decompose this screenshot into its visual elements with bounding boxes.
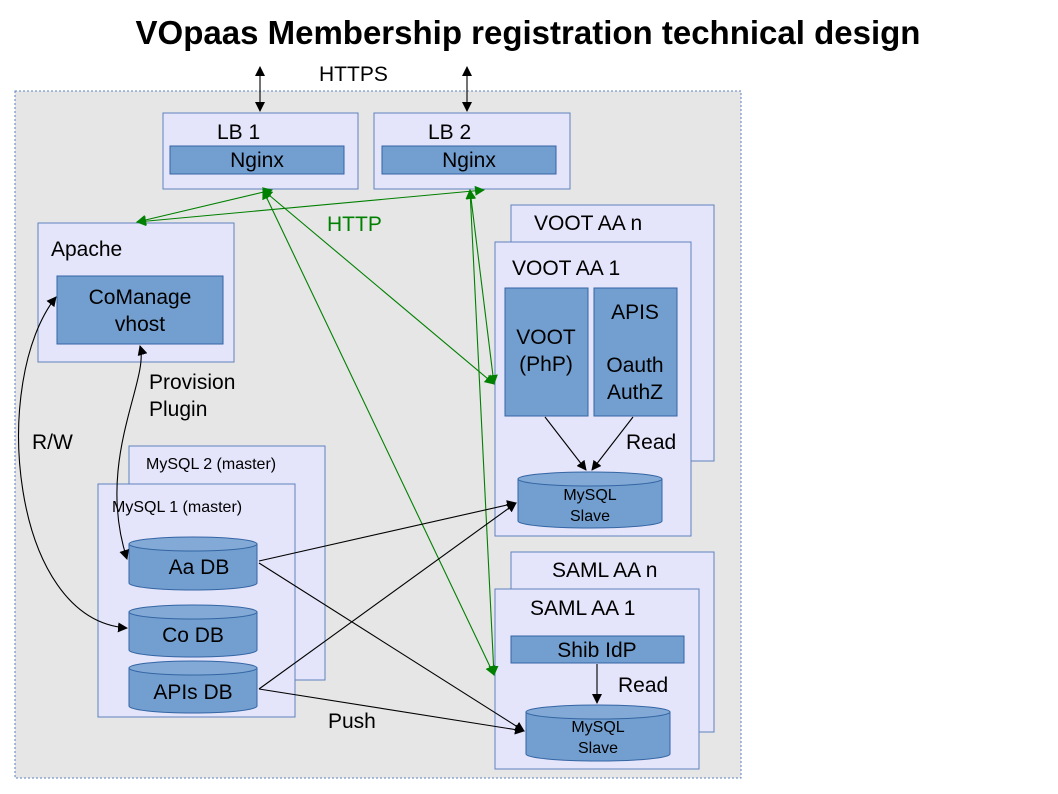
- rw-arrow: [18, 296, 128, 633]
- comanage-label-line1: CoManage: [89, 286, 192, 309]
- http-lb1-saml: [262, 189, 495, 676]
- provision-arrow: [116, 345, 148, 560]
- saml-db-line2: Slave: [578, 740, 618, 757]
- read-saml-label: Read: [618, 674, 668, 697]
- voot-aa-1-node: VOOT AA 1 VOOT (PhP) APIS Oauth AuthZ My…: [494, 241, 692, 537]
- apis-db-label: APIs DB: [153, 681, 232, 704]
- lb1-node: LB 1 Nginx: [162, 112, 359, 190]
- diagram-title: VOpaas Membership registration technical…: [136, 14, 921, 51]
- read-voot-php: [544, 416, 587, 471]
- saml-db-line1: MySQL: [571, 719, 624, 736]
- push-apis-to-saml: [258, 688, 525, 735]
- co-db-label: Co DB: [162, 624, 224, 647]
- http-lb2-saml: [465, 189, 499, 676]
- lb2-nginx: [381, 145, 557, 175]
- saml-aa-n-title: SAML AA n: [552, 559, 657, 582]
- mysql1-node: MySQL 1 (master) Aa DB Co DB APIs DB: [97, 483, 296, 718]
- plugin-label: Plugin: [149, 398, 207, 421]
- push-aa-to-saml: [258, 562, 525, 732]
- saml-aa-1-title: SAML AA 1: [530, 597, 635, 620]
- saml-mysql-slave-db: MySQL Slave: [525, 704, 671, 762]
- voot-php-line2: (PhP): [519, 353, 573, 376]
- voot-db-line2: Slave: [570, 508, 610, 525]
- co-db: Co DB: [128, 604, 258, 658]
- http-connections: [136, 185, 499, 676]
- read-voot-label: Read: [626, 431, 676, 454]
- apis-line3: AuthZ: [607, 381, 663, 404]
- push-apis-to-voot: [258, 502, 517, 690]
- read-apis: [591, 416, 634, 471]
- comanage-label-line2: vhost: [115, 313, 165, 336]
- apache-title: Apache: [51, 238, 122, 261]
- voot-db-line1: MySQL: [563, 487, 616, 504]
- push-aa-to-voot: [258, 500, 517, 562]
- data-connections: [18, 296, 634, 735]
- aa-db: Aa DB: [128, 536, 258, 591]
- provision-label: Provision: [149, 371, 235, 394]
- shib-idp-label: Shib IdP: [557, 639, 636, 662]
- apache-node: Apache CoManage vhost: [37, 222, 235, 363]
- lb1-title: LB 1: [217, 121, 260, 144]
- mysql1-title: MySQL 1 (master): [112, 499, 242, 516]
- voot-aa-n-title: VOOT AA n: [534, 212, 642, 235]
- lb2-node: LB 2 Nginx: [373, 112, 571, 190]
- apis-block: [593, 287, 678, 417]
- apis-line2: Oauth: [606, 354, 663, 377]
- apis-db: APIs DB: [128, 660, 258, 714]
- voot-php-block: [504, 287, 589, 417]
- rw-label: R/W: [32, 431, 73, 454]
- lb1-nginx-label: Nginx: [230, 149, 284, 172]
- aa-db-label: Aa DB: [169, 556, 230, 579]
- lb2-nginx-label: Nginx: [442, 149, 496, 172]
- voot-mysql-slave-db: MySQL Slave: [517, 471, 663, 529]
- push-label: Push: [328, 710, 376, 733]
- shib-idp: [510, 635, 685, 664]
- lb1-nginx: [169, 145, 345, 175]
- voot-aa-1-title: VOOT AA 1: [512, 257, 620, 280]
- https-label: HTTPS: [319, 63, 388, 86]
- mysql2-title: MySQL 2 (master): [146, 456, 276, 473]
- apis-line1: APIS: [611, 301, 659, 324]
- http-label: HTTP: [327, 213, 382, 236]
- voot-php-line1: VOOT: [516, 326, 576, 349]
- lb2-title: LB 2: [428, 121, 471, 144]
